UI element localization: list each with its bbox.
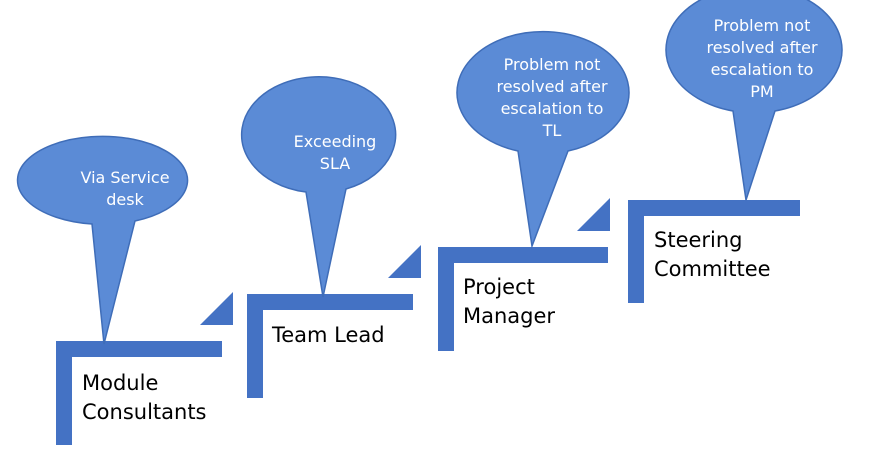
step-bracket-2 [247,294,413,398]
speech-bubble-4 [665,0,843,201]
step-triangle-1 [200,292,233,325]
bubble-text-3: Problem not resolved after escalation to… [496,55,608,140]
step-triangle-3 [577,198,610,231]
bubble-text-1: Via Service desk [80,168,170,209]
speech-bubble-3 [456,30,630,249]
step-bracket-3 [438,247,608,351]
step-label-steering-committee: Steering Committee [654,228,771,281]
step-label-team-lead: Team Lead [272,323,385,347]
speech-bubble-1 [16,135,189,345]
bubble-text-4: Problem not resolved after escalation to… [706,16,818,101]
step-triangle-2 [388,245,421,278]
step-label-project-manager: Project Manager [463,275,556,328]
speech-bubble-2 [240,76,397,298]
step-label-module-consultants: Module Consultants [82,371,207,424]
step-bracket-4 [628,200,800,303]
bubble-text-2: Exceeding SLA [293,132,377,173]
step-bracket-1 [56,341,222,445]
